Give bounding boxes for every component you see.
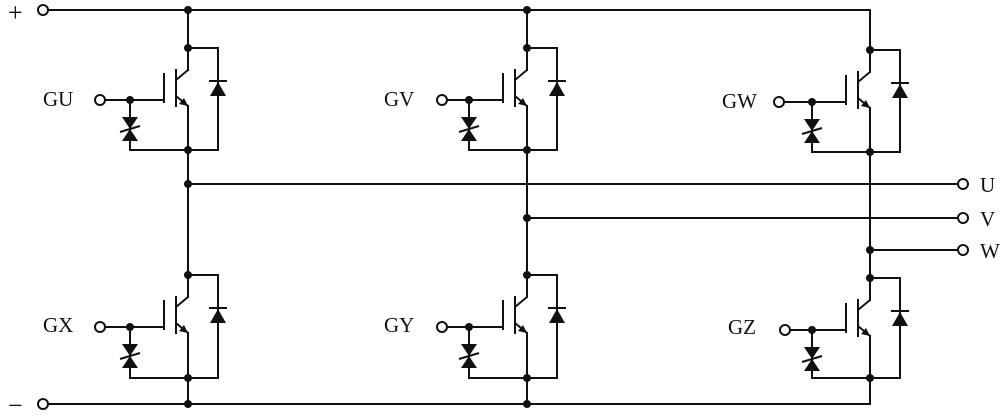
zener-bar (119, 125, 141, 133)
zener-bar (801, 127, 823, 135)
emitter-arrow-icon (518, 325, 527, 333)
gate-label-gu: GU (43, 87, 73, 111)
gate-terminal-gu (94, 94, 106, 106)
zener-diode-icon (461, 129, 477, 141)
output-terminal-u (957, 178, 969, 190)
output-label-w: W (980, 239, 1000, 263)
output-label-v: V (980, 207, 995, 231)
emitter-arrow-icon (179, 325, 188, 333)
gate-terminal-gv (436, 94, 448, 106)
output-label-u: U (980, 173, 995, 197)
emitter-arrow-icon (861, 100, 870, 108)
zener-diode-icon (461, 356, 477, 368)
igbt-cell-gx (94, 271, 227, 382)
zener-diode-icon (461, 117, 477, 129)
gate-terminal-gy (436, 321, 448, 333)
zener-bar (801, 355, 823, 363)
zener-diode-icon (122, 356, 138, 368)
negative-label: − (8, 391, 23, 420)
igbt-cell-gz (779, 274, 909, 382)
output-terminal-v (957, 212, 969, 224)
positive-label: + (8, 0, 23, 27)
gate-label-gy: GY (384, 313, 414, 337)
zener-diode-icon (122, 344, 138, 356)
igbt-cell-gu (94, 44, 227, 154)
phase-legs (94, 9, 909, 405)
zener-bar (458, 352, 480, 360)
gate-label-gv: GV (384, 87, 414, 111)
gate-terminal-gw (773, 96, 785, 108)
zener-bar (119, 352, 141, 360)
collector-diag (514, 69, 528, 81)
gate-terminal-gx (94, 321, 106, 333)
collector-diag (175, 69, 189, 81)
output-terminal-w (957, 244, 969, 256)
gate-terminal-gz (779, 324, 791, 336)
emitter-arrow-icon (518, 98, 527, 106)
negative-terminal (37, 398, 49, 410)
diode-icon (549, 82, 565, 96)
positive-terminal (37, 4, 49, 16)
zener-diode-icon (804, 131, 820, 143)
igbt-cell-gy (436, 271, 566, 382)
zener-bar (458, 125, 480, 133)
gate-label-gx: GX (43, 313, 73, 337)
zener-diode-icon (804, 359, 820, 371)
gate-label-gz: GZ (728, 315, 756, 339)
collector-diag (175, 296, 189, 308)
diode-icon (210, 82, 226, 96)
igbt-cell-gw (773, 46, 909, 156)
diode-icon (549, 309, 565, 323)
diode-icon (892, 84, 908, 98)
collector-diag (857, 71, 871, 83)
diode-icon (892, 312, 908, 326)
igbt-cell-gv (436, 44, 566, 154)
diode-icon (210, 309, 226, 323)
zener-diode-icon (122, 129, 138, 141)
collector-diag (857, 299, 871, 311)
zener-diode-icon (461, 344, 477, 356)
emitter-arrow-icon (861, 328, 870, 336)
collector-diag (514, 296, 528, 308)
emitter-arrow-icon (179, 98, 188, 106)
gate-label-gw: GW (722, 89, 757, 113)
zener-diode-icon (804, 347, 820, 359)
zener-diode-icon (122, 117, 138, 129)
zener-diode-icon (804, 119, 820, 131)
